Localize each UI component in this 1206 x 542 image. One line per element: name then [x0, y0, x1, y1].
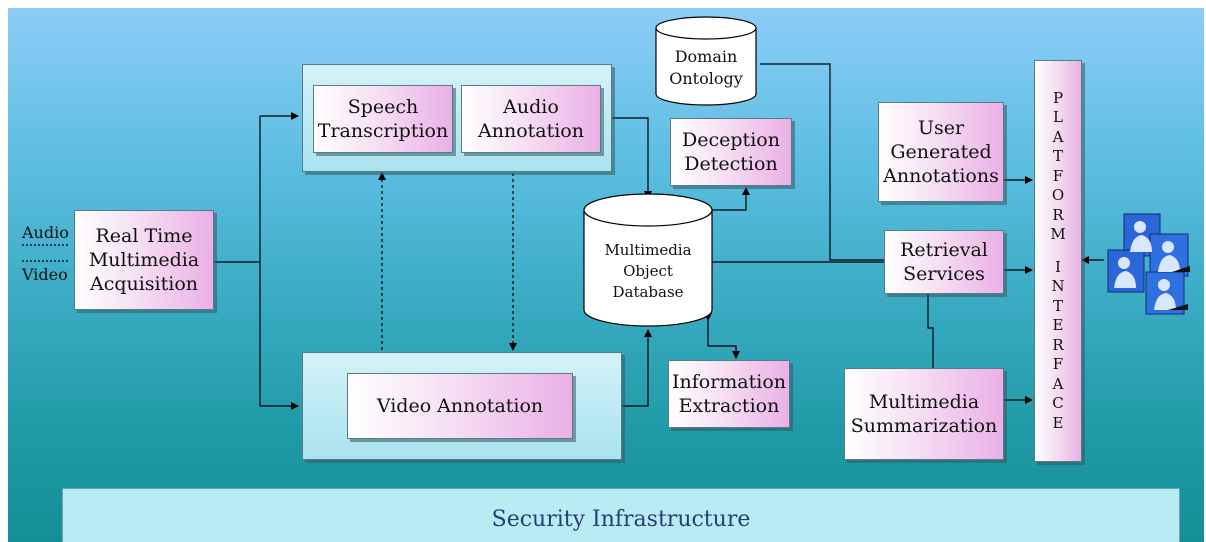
platform-letter: P: [1052, 88, 1064, 107]
platform-letter: T: [1052, 147, 1063, 166]
domain-ontology-label: Domain Ontology: [669, 47, 743, 88]
platform-letter: C: [1052, 394, 1064, 413]
platform-letter: M: [1050, 225, 1066, 244]
platform-letter: T: [1052, 296, 1063, 315]
retrieval-services-box: Retrieval Services: [884, 230, 1004, 294]
realtime-acquisition-label: Real Time Multimedia Acquisition: [88, 225, 200, 295]
platform-letter: I: [1055, 257, 1061, 276]
video-processing-group: Video Annotation: [302, 352, 622, 460]
deception-detection-box: Deception Detection: [670, 118, 792, 186]
speech-transcription-label: Speech Transcription: [317, 96, 449, 142]
database-label-line1: Multimedia: [604, 241, 692, 259]
user-group-icon: [1107, 213, 1190, 315]
platform-letter: F: [1052, 355, 1064, 374]
audio-annotation-box: Audio Annotation: [461, 85, 601, 153]
security-infrastructure-label: Security Infrastructure: [491, 507, 751, 532]
database-label-line3: Database: [612, 283, 684, 301]
summarization-label: Multimedia Summarization: [850, 391, 998, 437]
retrieval-services-label: Retrieval Services: [900, 239, 988, 285]
speech-transcription-box: Speech Transcription: [313, 85, 453, 153]
platform-letter: R: [1052, 335, 1064, 354]
domain-ontology-cylinder: [655, 16, 757, 106]
information-extraction-label: Information Extraction: [671, 371, 787, 417]
video-input-label: Video: [22, 265, 68, 284]
platform-letter: L: [1053, 108, 1063, 127]
deception-detection-label: Deception Detection: [682, 129, 780, 175]
audio-annotation-label: Audio Annotation: [478, 96, 584, 142]
user-annotations-label: User Generated Annotations: [883, 117, 999, 187]
database-cylinder: [583, 193, 713, 327]
platform-letter: A: [1052, 127, 1064, 146]
database-label-line2: Object: [623, 262, 673, 280]
audio-processing-group: Speech Transcription Audio Annotation: [302, 64, 612, 172]
user-annotations-box: User Generated Annotations: [878, 102, 1004, 202]
platform-letter: R: [1052, 205, 1064, 224]
video-annotation-label: Video Annotation: [376, 395, 544, 417]
platform-letter: E: [1052, 316, 1064, 335]
video-annotation-box: Video Annotation: [347, 373, 573, 439]
architecture-diagram: Audio Video Real Time Multimedia Acquisi…: [8, 8, 1204, 542]
realtime-acquisition-box: Real Time Multimedia Acquisition: [74, 210, 214, 310]
platform-letter: N: [1051, 277, 1065, 296]
summarization-box: Multimedia Summarization: [844, 368, 1004, 460]
platform-letter: E: [1052, 413, 1064, 432]
platform-letter: A: [1052, 374, 1064, 393]
connector-lines: [22, 16, 1104, 410]
platform-letter: O: [1051, 186, 1065, 205]
platform-interface-bar: P L A T F O R M I N T E R F A C E: [1034, 60, 1082, 462]
database-label: Multimedia Object Database: [584, 240, 712, 303]
audio-input-label: Audio: [22, 223, 69, 242]
security-infrastructure-bar: Security Infrastructure: [62, 488, 1180, 542]
platform-letter: F: [1052, 166, 1064, 185]
information-extraction-box: Information Extraction: [668, 360, 790, 428]
